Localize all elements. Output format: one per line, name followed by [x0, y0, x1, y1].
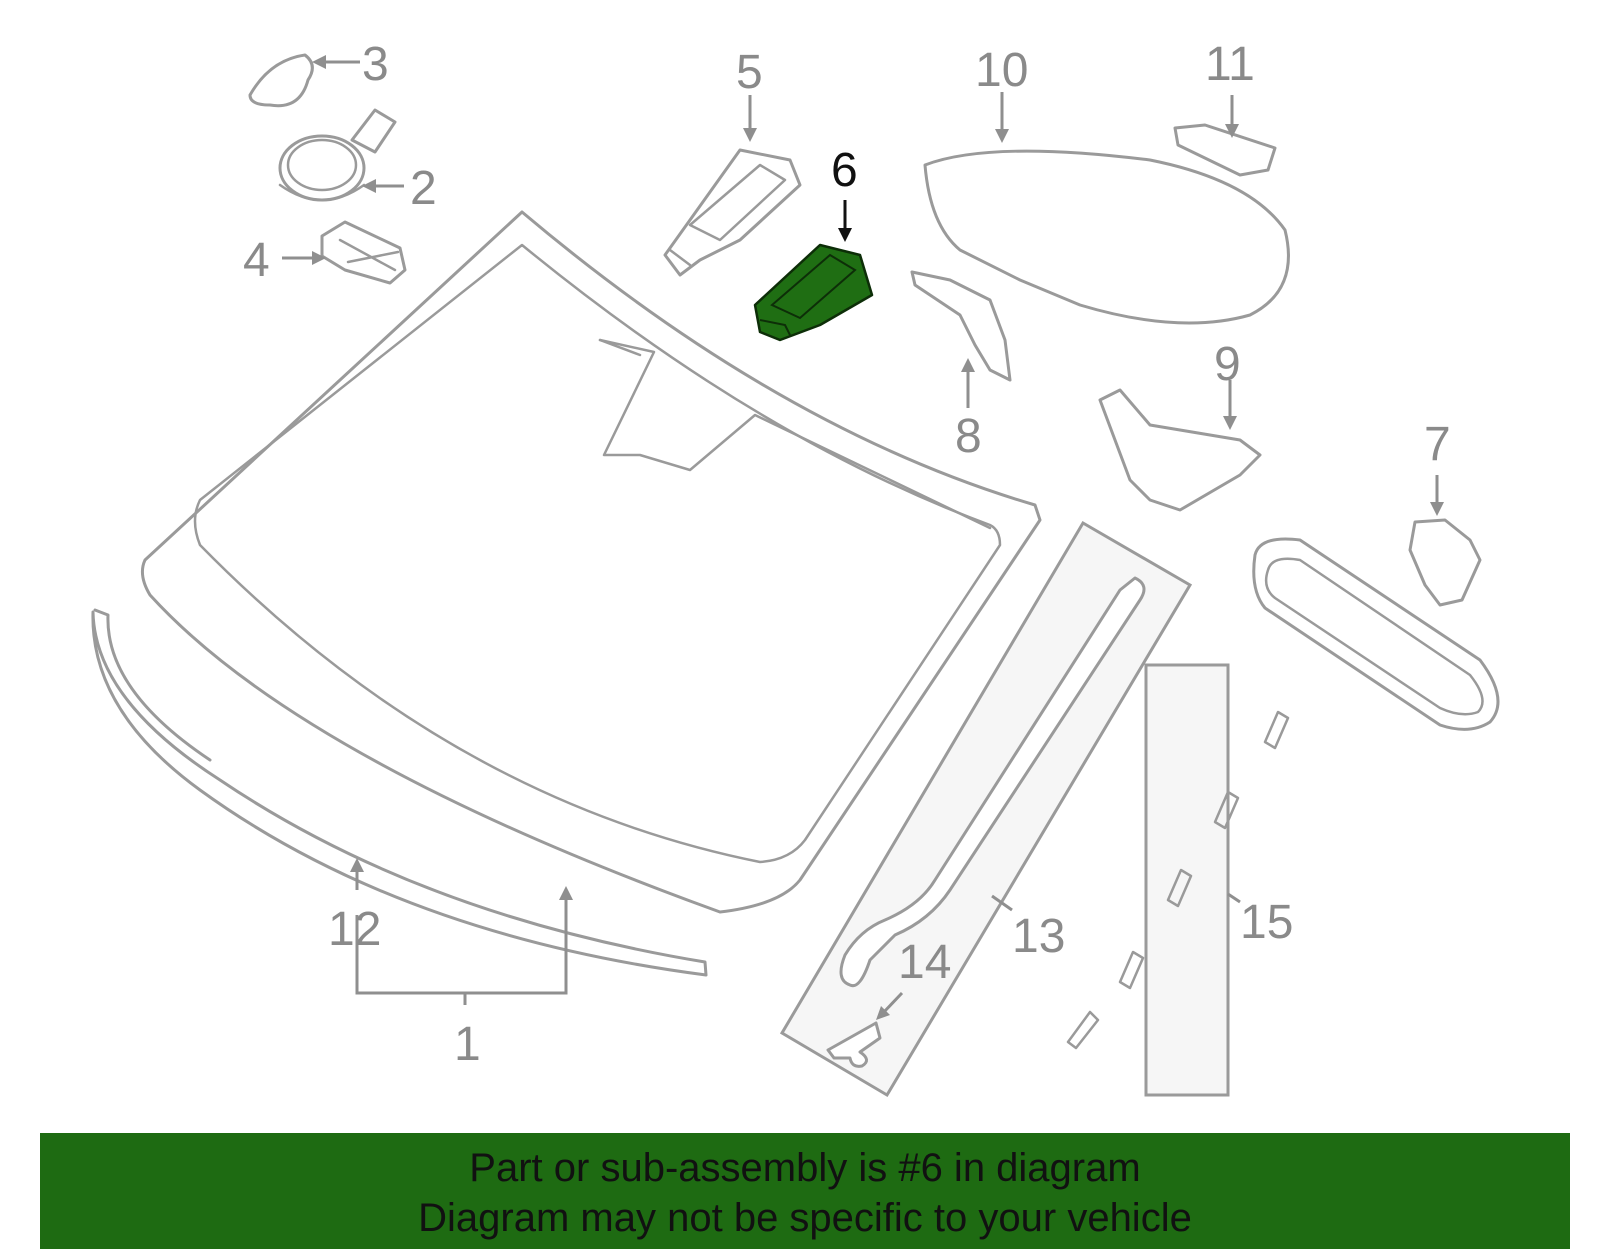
clip-part-14 [826, 1021, 882, 1068]
windshield-moulding [91, 608, 708, 977]
banner-line-disclaimer: Diagram may not be specific to your vehi… [418, 1196, 1192, 1240]
module-part-11 [1173, 123, 1277, 177]
gasket-part-3 [248, 53, 314, 108]
cover-part-9 [1098, 388, 1262, 512]
callout-13: 13 [1012, 910, 1065, 963]
callout-8: 8 [955, 410, 982, 463]
callout-numbers: 3 2 4 5 6 8 9 10 11 7 12 1 13 14 15 [243, 38, 1451, 1071]
retainer-clips-panel [1066, 663, 1290, 1097]
mount-part-5 [663, 148, 802, 277]
windshield-glass [140, 210, 1042, 914]
callout-4: 4 [243, 234, 270, 287]
banner-line-part-note: Part or sub-assembly is #6 in diagram [469, 1146, 1141, 1190]
callout-5: 5 [736, 46, 763, 99]
callout-1: 1 [454, 1018, 481, 1071]
module-part-6-highlighted [753, 243, 874, 342]
callout-2: 2 [410, 162, 437, 215]
callout-12: 12 [328, 903, 381, 956]
callout-15: 15 [1240, 896, 1293, 949]
sensor-cover-part-2 [278, 108, 397, 202]
shroud-part-10 [923, 149, 1290, 325]
callout-6: 6 [831, 144, 858, 197]
a-pillar-molding-panel [779, 520, 1193, 1098]
info-banner: Part or sub-assembly is #6 in diagram Di… [40, 1133, 1570, 1249]
bracket-part-8 [910, 270, 1012, 382]
callout-7: 7 [1424, 418, 1451, 471]
bracket-part-4 [320, 220, 407, 285]
callout-3: 3 [362, 38, 389, 91]
rearview-mirror-part-7 [1252, 518, 1500, 731]
callout-10: 10 [975, 44, 1028, 97]
callout-11: 11 [1205, 38, 1255, 91]
callout-14: 14 [898, 936, 951, 989]
callout-9: 9 [1214, 338, 1241, 391]
leader-lines [282, 55, 1444, 1020]
